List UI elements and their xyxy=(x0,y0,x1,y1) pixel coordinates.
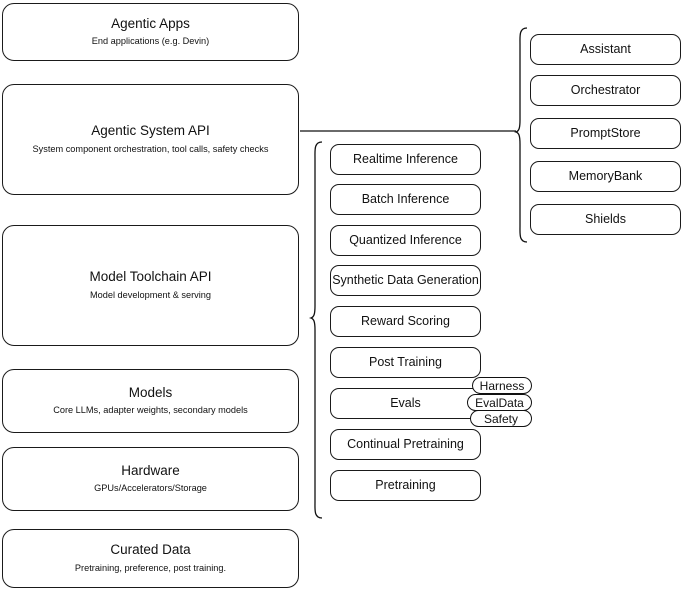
system-component-label: Assistant xyxy=(580,41,631,56)
capability-label: Quantized Inference xyxy=(349,232,462,247)
stack-layer-agentic-system-api[interactable]: Agentic System API System component orch… xyxy=(2,84,299,195)
system-components-brace xyxy=(513,27,528,243)
evals-subitem-safety[interactable]: Safety xyxy=(470,410,532,427)
stack-layer-agentic-apps[interactable]: Agentic Apps End applications (e.g. Devi… xyxy=(2,3,299,61)
system-component-label: Shields xyxy=(585,211,626,226)
capability-label: Realtime Inference xyxy=(353,151,458,166)
stack-layer-subtitle: GPUs/Accelerators/Storage xyxy=(94,483,207,494)
capability-label: Reward Scoring xyxy=(361,313,450,328)
capability-pretraining[interactable]: Pretraining xyxy=(330,470,481,501)
capability-realtime-inference[interactable]: Realtime Inference xyxy=(330,144,481,175)
evals-subitem-evaldata[interactable]: EvalData xyxy=(467,394,532,411)
system-component-label: Orchestrator xyxy=(570,82,641,97)
stack-layer-title: Hardware xyxy=(121,462,180,478)
stack-layer-hardware[interactable]: Hardware GPUs/Accelerators/Storage xyxy=(2,447,299,511)
evals-subitem-label: Safety xyxy=(483,411,519,426)
capability-label: Batch Inference xyxy=(361,191,450,206)
stack-layer-title: Model Toolchain API xyxy=(89,269,212,285)
capability-label: Post Training xyxy=(369,354,442,369)
system-component-label: MemoryBank xyxy=(568,168,643,183)
stack-layer-subtitle: Pretraining, preference, post training. xyxy=(74,562,227,573)
system-component-orchestrator[interactable]: Orchestrator xyxy=(530,75,681,106)
capability-label: Synthetic Data Generation xyxy=(332,272,479,287)
capability-reward-scoring[interactable]: Reward Scoring xyxy=(330,306,481,337)
evals-subitem-label: EvalData xyxy=(475,395,524,410)
system-component-label: PromptStore xyxy=(570,125,641,140)
system-component-shields[interactable]: Shields xyxy=(530,204,681,235)
capability-quantized-inference[interactable]: Quantized Inference xyxy=(330,225,481,256)
capability-synthetic-data-generation[interactable]: Synthetic Data Generation xyxy=(330,265,481,296)
system-component-promptstore[interactable]: PromptStore xyxy=(530,118,681,149)
stack-layer-title: Agentic Apps xyxy=(111,15,190,31)
toolchain-capabilities-brace xyxy=(308,141,323,519)
stack-layer-subtitle: Model development & serving xyxy=(89,289,212,300)
capability-continual-pretraining[interactable]: Continual Pretraining xyxy=(330,429,481,460)
stack-layer-curated-data[interactable]: Curated Data Pretraining, preference, po… xyxy=(2,529,299,588)
stack-layer-subtitle: System component orchestration, tool cal… xyxy=(32,143,269,154)
evals-subitem-label: Harness xyxy=(479,378,525,393)
evals-subitem-harness[interactable]: Harness xyxy=(472,377,532,394)
system-component-assistant[interactable]: Assistant xyxy=(530,34,681,65)
stack-layer-title: Agentic System API xyxy=(91,123,210,139)
capability-label: Pretraining xyxy=(375,477,436,492)
stack-layer-subtitle: Core LLMs, adapter weights, secondary mo… xyxy=(53,405,248,416)
system-component-memorybank[interactable]: MemoryBank xyxy=(530,161,681,192)
capability-batch-inference[interactable]: Batch Inference xyxy=(330,184,481,215)
stack-layer-title: Models xyxy=(128,384,173,400)
stack-layer-subtitle: End applications (e.g. Devin) xyxy=(91,36,210,47)
stack-layer-model-toolchain-api[interactable]: Model Toolchain API Model development & … xyxy=(2,225,299,346)
capability-evals[interactable]: Evals xyxy=(330,388,481,419)
capability-label: Evals xyxy=(390,395,421,410)
capability-label: Continual Pretraining xyxy=(347,436,464,451)
stack-layer-models[interactable]: Models Core LLMs, adapter weights, secon… xyxy=(2,369,299,433)
capability-post-training[interactable]: Post Training xyxy=(330,347,481,378)
stack-layer-title: Curated Data xyxy=(110,542,191,558)
